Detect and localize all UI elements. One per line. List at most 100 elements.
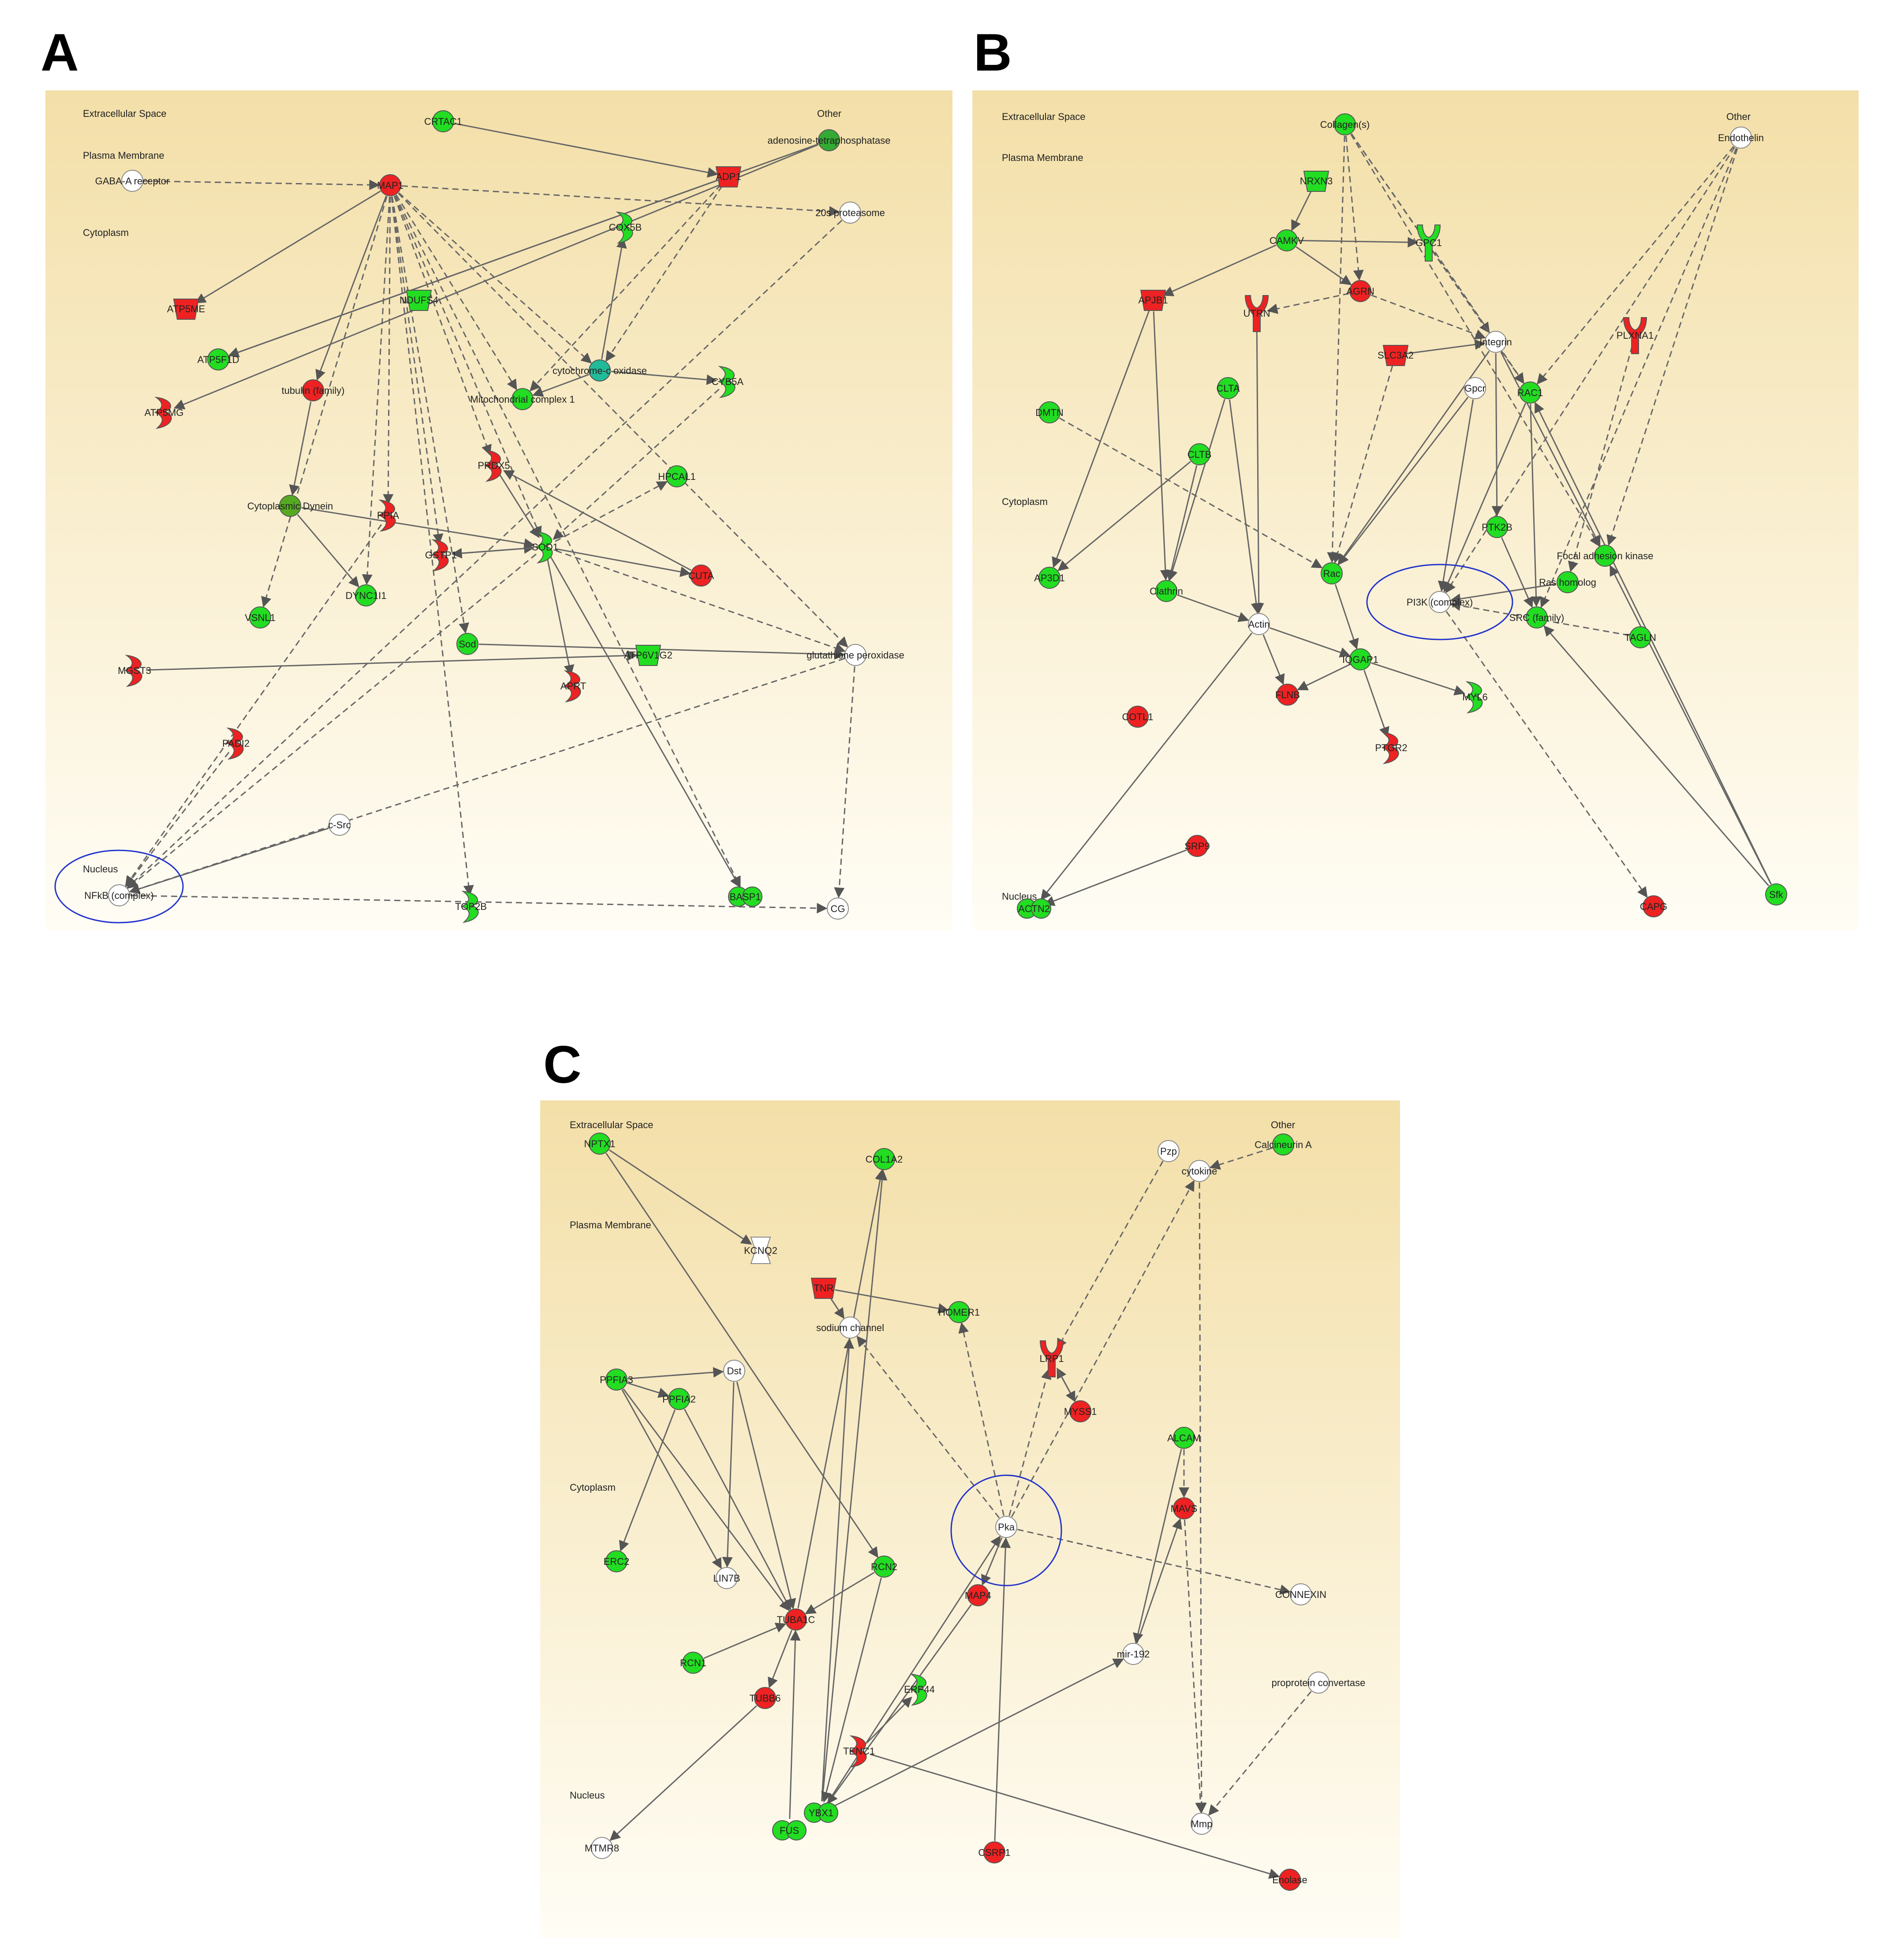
node-endo[interactable]: Endothelin: [1718, 127, 1764, 149]
node-tagln[interactable]: TAGLN: [1624, 626, 1656, 648]
node-pzp[interactable]: Pzp: [1158, 1140, 1180, 1162]
node-prdx5[interactable]: PRDX5: [478, 449, 510, 482]
node-rcn1[interactable]: RCN1: [680, 1652, 706, 1674]
node-cotl1[interactable]: COTL1: [1122, 706, 1154, 728]
node-cyb5a[interactable]: CYB5A: [712, 366, 743, 398]
node-gstp1[interactable]: GSTP1: [425, 539, 457, 572]
node-slc3a2[interactable]: SLC3A2: [1378, 345, 1414, 366]
node-ptk2b[interactable]: PTK2B: [1482, 516, 1512, 538]
node-sod[interactable]: Sod: [456, 633, 478, 655]
node-mtmr8[interactable]: MTMR8: [585, 1837, 619, 1859]
node-dst[interactable]: Dst: [723, 1360, 745, 1382]
node-dync1i1[interactable]: DYNC1I1: [346, 584, 387, 606]
node-lrp1[interactable]: LRP1: [1039, 1340, 1064, 1377]
node-pka[interactable]: Pka: [995, 1516, 1017, 1538]
node-homer1[interactable]: HOMER1: [938, 1301, 980, 1323]
node-cg[interactable]: CG: [827, 898, 849, 920]
node-capg[interactable]: CAPG: [1640, 895, 1667, 917]
node-tenc1[interactable]: TENC1: [843, 1735, 875, 1768]
node-basp1[interactable]: BASP1: [728, 886, 762, 907]
node-agrn[interactable]: AGRN: [1346, 280, 1374, 302]
node-atp5mg[interactable]: ATP5MG: [145, 396, 184, 429]
node-atp6v1g2[interactable]: ATP6V1G2: [624, 645, 672, 666]
node-apjb1[interactable]: APJB1: [1138, 290, 1168, 311]
node-pi3k[interactable]: PI3K (complex): [1407, 591, 1473, 613]
node-ppfia3[interactable]: PPFIA3: [600, 1369, 633, 1391]
node-myss1[interactable]: MYSS1: [1064, 1400, 1097, 1422]
node-mgst3[interactable]: MGST3: [118, 655, 151, 687]
node-cltb[interactable]: CLTB: [1187, 443, 1212, 465]
node-csrc[interactable]: c-Src: [328, 814, 351, 836]
node-tnr[interactable]: TNR: [810, 1278, 837, 1299]
node-cox5b[interactable]: COX5B: [609, 211, 642, 244]
node-nach[interactable]: sodium channel: [816, 1317, 884, 1339]
node-myl6[interactable]: MYL6: [1462, 681, 1488, 714]
node-crtac1[interactable]: CRTAC1: [424, 110, 462, 132]
node-rac[interactable]: Rac: [1321, 562, 1343, 584]
node-rash[interactable]: Ras homolog: [1539, 571, 1596, 593]
node-sod1[interactable]: SOD1: [532, 531, 558, 564]
node-cytok[interactable]: cytokine: [1182, 1160, 1217, 1182]
node-plxna1[interactable]: PLXNA1: [1617, 317, 1654, 354]
node-aprt[interactable]: APRT: [560, 670, 586, 703]
node-actin[interactable]: Actin: [1248, 613, 1270, 635]
node-actn2[interactable]: ACTN2: [1017, 898, 1051, 919]
node-clta[interactable]: CLTA: [1217, 377, 1240, 399]
node-alcam[interactable]: ALCAM: [1167, 1427, 1201, 1449]
node-mmp[interactable]: Mmp: [1191, 1813, 1213, 1835]
node-mito1[interactable]: Mitochondrial complex 1: [470, 388, 575, 410]
node-calcn[interactable]: Calcineurin A: [1255, 1133, 1312, 1156]
node-srp9[interactable]: SRP9: [1184, 835, 1210, 857]
node-enol[interactable]: Enolase: [1272, 1869, 1307, 1891]
node-proconv[interactable]: proprotein convertase: [1272, 1672, 1366, 1694]
node-utrn[interactable]: UTRN: [1243, 295, 1270, 332]
node-map4[interactable]: MAP4: [965, 1584, 991, 1606]
node-hpcal1[interactable]: HPCAL1: [658, 465, 696, 487]
node-iqgap1[interactable]: IQGAP1: [1342, 648, 1378, 670]
node-kcnq2[interactable]: KCNQ2: [744, 1237, 777, 1264]
node-flnb[interactable]: FLNB: [1275, 684, 1300, 706]
node-connexin[interactable]: CONNEXIN: [1275, 1583, 1326, 1605]
node-rac1[interactable]: RAC1: [1517, 382, 1543, 404]
node-csrp1[interactable]: CSRP1: [978, 1841, 1011, 1863]
node-ap3d1[interactable]: AP3D1: [1034, 567, 1065, 589]
node-nptx1[interactable]: NPTX1: [584, 1133, 616, 1155]
node-lin7b[interactable]: LIN7B: [713, 1567, 740, 1589]
node-atpase[interactable]: adenosine-tetraphosphatase: [768, 129, 891, 151]
node-gpx[interactable]: glutathione peroxidase: [807, 644, 904, 666]
node-vsnl1[interactable]: VSNL1: [245, 606, 276, 628]
node-nfkb[interactable]: NFkB (complex): [84, 884, 154, 906]
node-ptgr2[interactable]: PTGR2: [1375, 732, 1408, 764]
node-fak[interactable]: Focal adhesion kinase: [1557, 545, 1654, 567]
node-dynein[interactable]: Cytoplasmic Dynein: [247, 495, 333, 517]
node-tuba1c[interactable]: TUBA1C: [777, 1608, 815, 1631]
node-nrxn3[interactable]: NRXN3: [1300, 171, 1333, 192]
node-ndufs4[interactable]: NDUFS4: [400, 290, 438, 311]
node-clath[interactable]: Clathrin: [1150, 580, 1183, 602]
node-atp5f1d[interactable]: ATP5F1D: [198, 348, 239, 370]
node-cuta[interactable]: CUTA: [688, 565, 714, 587]
node-rcn2[interactable]: RCN2: [871, 1556, 897, 1578]
node-dmtn[interactable]: DMTN: [1035, 401, 1064, 423]
node-fus[interactable]: FUS: [772, 1820, 807, 1840]
node-sfk[interactable]: Sfk: [1765, 883, 1787, 905]
node-ybx1[interactable]: YBX1: [804, 1803, 838, 1823]
node-camkv[interactable]: CAMKV: [1270, 229, 1304, 251]
node-mir192[interactable]: mir-192: [1117, 1643, 1150, 1665]
node-gpcr[interactable]: Gpcr: [1464, 377, 1486, 399]
node-tubb6[interactable]: TUBB6: [750, 1687, 781, 1709]
node-top2b[interactable]: TOP2B: [455, 890, 487, 923]
node-tub[interactable]: tubulin (family): [281, 379, 345, 401]
node-gpc1[interactable]: GPC1: [1415, 224, 1442, 262]
node-col1a2[interactable]: COL1A2: [866, 1148, 903, 1170]
node-p20s[interactable]: 20s proteasome: [815, 202, 885, 224]
node-ppfia2[interactable]: PPFIA2: [662, 1388, 696, 1410]
node-integ[interactable]: Integrin: [1479, 331, 1512, 353]
node-atp5me[interactable]: ATP5ME: [167, 299, 205, 320]
node-mavs[interactable]: MAVS: [1171, 1497, 1198, 1519]
node-cytox[interactable]: cytochrome-c oxidase: [553, 359, 647, 382]
node-gabaa[interactable]: GABA-A receptor: [95, 170, 170, 192]
node-src[interactable]: SRC (family): [1509, 606, 1565, 628]
node-ppia[interactable]: PPIA: [377, 499, 399, 532]
node-erc2[interactable]: ERC2: [604, 1550, 630, 1572]
